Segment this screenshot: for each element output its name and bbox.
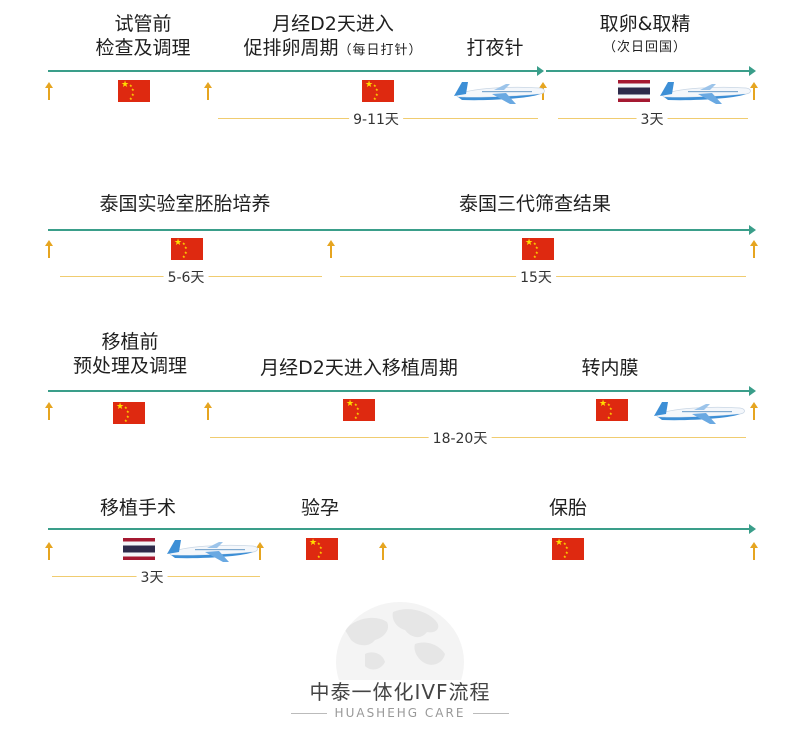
duration-label: 3天 [636, 109, 668, 129]
step-line2: 预处理及调理 [72, 355, 187, 377]
step-stimulation-cycle: 月经D2天进入 促排卵周期（每日打针） [228, 12, 438, 63]
airplane-icon [659, 81, 751, 105]
thailand-flag-icon [123, 538, 155, 560]
up-arrow-icon [44, 82, 54, 100]
timeline-row1-segment2 [546, 66, 756, 76]
duration-label: 5-6天 [163, 267, 209, 287]
up-arrow-icon [44, 240, 54, 258]
step-line1: 泰国三代筛查结果 [458, 193, 611, 215]
up-arrow-icon [203, 402, 213, 420]
china-flag-icon: ★★★★★ [552, 538, 584, 560]
up-arrow-icon [203, 82, 213, 100]
step-note: （次日回国） [602, 40, 687, 55]
china-flag-icon: ★★★★★ [522, 238, 554, 260]
up-arrow-icon [749, 240, 759, 258]
step-line1: 取卵&取精 [599, 13, 691, 35]
step-pre-ivf-check: 试管前 检查及调理 [88, 12, 198, 60]
step-line1: 保胎 [548, 497, 587, 519]
airplane-icon [166, 539, 258, 563]
step-transfer-surgery: 移植手术 [88, 496, 188, 520]
step-line1: 验孕 [300, 497, 339, 519]
step-pgt-results: 泰国三代筛查结果 [440, 192, 630, 216]
step-line1: 试管前 [114, 13, 172, 35]
footer-subtitle-text: HUASHEHG CARE [334, 706, 466, 720]
step-transfer-cycle: 月经D2天进入移植周期 [244, 356, 474, 380]
duration-label: 9-11天 [349, 109, 403, 129]
up-arrow-icon [749, 542, 759, 560]
timeline-row4 [48, 524, 756, 534]
up-arrow-icon [378, 542, 388, 560]
step-line1: 移植前 [101, 331, 159, 353]
timeline-row3 [48, 386, 756, 396]
airplane-icon [453, 81, 545, 105]
footer-title: 中泰一体化IVF流程 [309, 680, 491, 704]
china-flag-icon: ★★★★★ [113, 402, 145, 424]
duration-label: 18-20天 [428, 428, 492, 448]
step-line1: 泰国实验室胚胎培养 [99, 193, 271, 215]
step-trigger-shot: 打夜针 [450, 36, 540, 60]
step-line1: 月经D2天进入 [272, 13, 394, 35]
up-arrow-icon [255, 542, 265, 560]
footer-subtitle: HUASHEHG CARE [0, 706, 800, 720]
step-pregnancy-care: 保胎 [538, 496, 598, 520]
duration-label: 3天 [136, 567, 168, 587]
step-line1: 月经D2天进入移植周期 [260, 357, 458, 379]
step-line2: 检查及调理 [95, 37, 191, 59]
up-arrow-icon [44, 542, 54, 560]
china-flag-icon: ★★★★★ [306, 538, 338, 560]
up-arrow-icon [44, 402, 54, 420]
china-flag-icon: ★★★★★ [118, 80, 150, 102]
step-pre-transfer: 移植前 预处理及调理 [55, 330, 205, 378]
china-flag-icon: ★★★★★ [343, 399, 375, 421]
step-line1: 移植手术 [99, 497, 176, 519]
step-line1: 转内膜 [581, 357, 639, 379]
step-pregnancy-test: 验孕 [290, 496, 350, 520]
divider [290, 713, 327, 714]
divider [473, 713, 510, 714]
timeline-row1-segment1 [48, 66, 544, 76]
step-line1: 打夜针 [466, 37, 524, 59]
timeline-row2 [48, 225, 756, 235]
airplane-icon [653, 401, 745, 425]
step-line2: 促排卵周期 [243, 37, 339, 59]
step-note: （每日打针） [338, 43, 423, 58]
up-arrow-icon [749, 402, 759, 420]
china-flag-icon: ★★★★★ [171, 238, 203, 260]
up-arrow-icon [749, 82, 759, 100]
step-egg-retrieval: 取卵&取精 （次日回国） [580, 12, 710, 60]
thailand-flag-icon [618, 80, 650, 102]
globe-logo-icon [336, 602, 464, 680]
step-embryo-culture: 泰国实验室胚胎培养 [80, 192, 290, 216]
china-flag-icon: ★★★★★ [596, 399, 628, 421]
duration-label: 15天 [516, 267, 556, 287]
up-arrow-icon [326, 240, 336, 258]
china-flag-icon: ★★★★★ [362, 80, 394, 102]
step-endometrium: 转内膜 [570, 356, 650, 380]
